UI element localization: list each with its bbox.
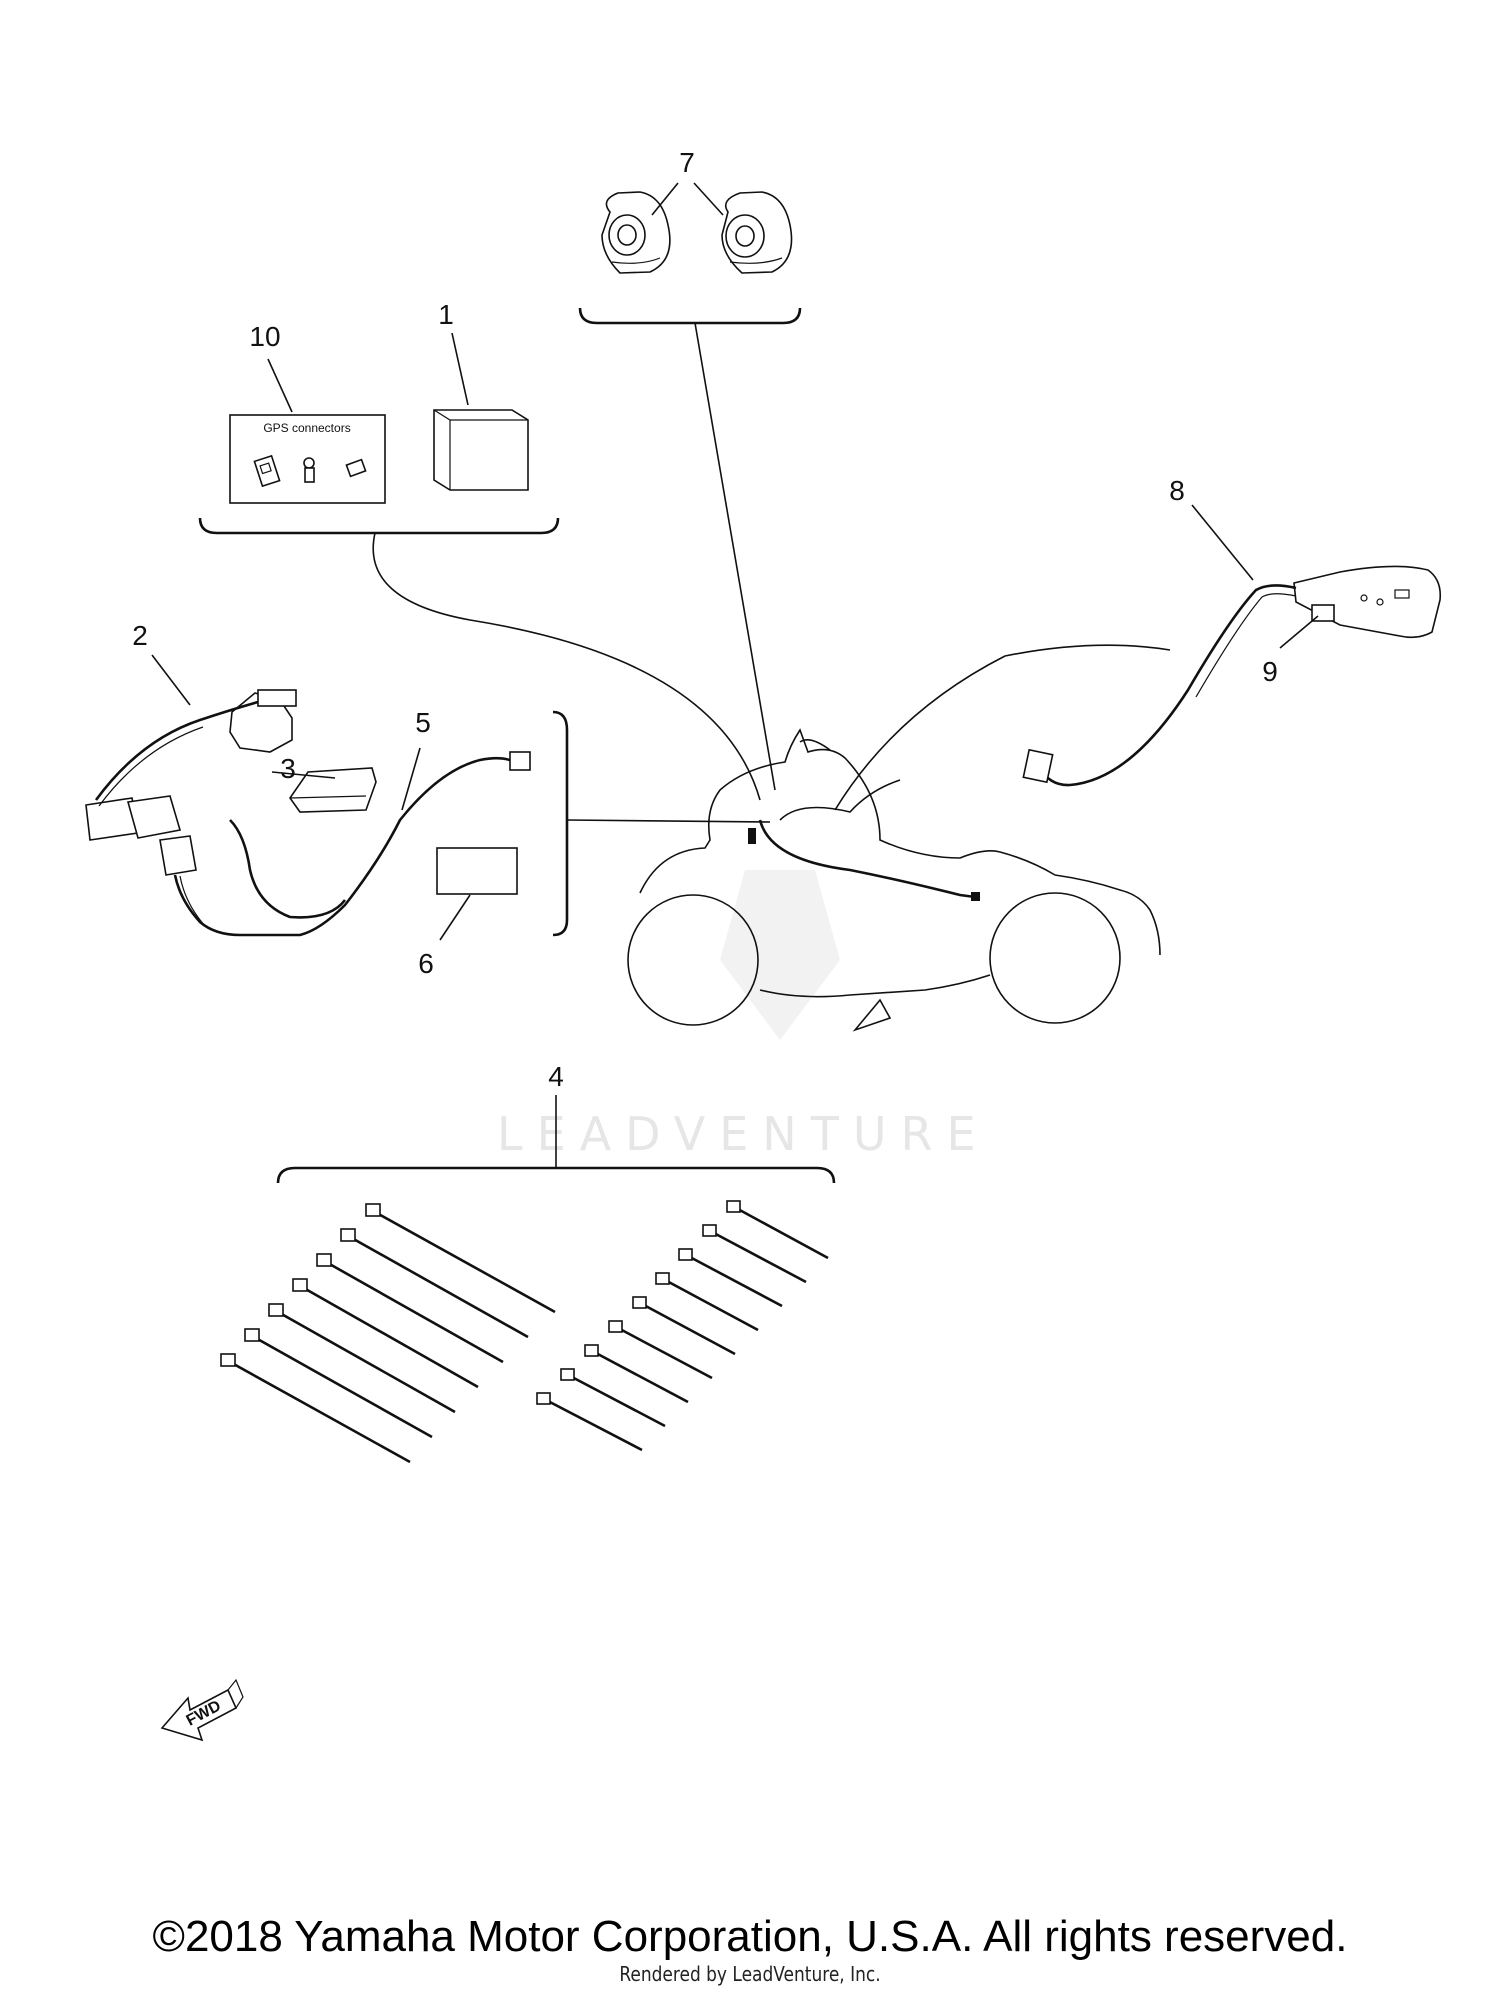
- connector-2-end: [257, 689, 297, 707]
- callout-6: 6: [418, 948, 434, 979]
- callout-7: 7: [679, 147, 695, 178]
- callout-numbers: 7 10 1 8 2 9 5 3 6 4: [132, 147, 1278, 1092]
- callout-10: 10: [249, 321, 280, 352]
- watermark-text: LEADVENTURE: [497, 1107, 990, 1161]
- speaker-right: [721, 191, 793, 274]
- connector-icon-2: [303, 457, 315, 483]
- motorcycle-silhouette: [627, 644, 1171, 1032]
- label-sticker: [436, 847, 518, 895]
- gps-connectors-label: GPS connectors: [263, 421, 350, 435]
- gps-group: GPS connectors: [198, 332, 761, 801]
- callout-4: 4: [548, 1061, 564, 1092]
- fwd-arrow: FWD: [160, 1678, 244, 1742]
- copyright-text: ©2018 Yamaha Motor Corporation, U.S.A. A…: [152, 1912, 1348, 1961]
- ecu-module: [289, 767, 377, 813]
- watermark: LEADVENTURE: [497, 870, 990, 1161]
- rendered-by-text: Rendered by LeadVenture, Inc.: [619, 1962, 881, 1986]
- cable-ties-long: [220, 1203, 556, 1464]
- speakers-group: [578, 182, 802, 791]
- cable-ties-short: [536, 1200, 829, 1452]
- connector-5-end: [509, 751, 531, 771]
- connector-8-end: [1022, 748, 1054, 784]
- connector-icon-3: [345, 458, 367, 478]
- cable-ties-group: [220, 1095, 836, 1464]
- switch-housing: [1293, 565, 1442, 639]
- callout-8: 8: [1169, 475, 1185, 506]
- callout-3: 3: [280, 753, 296, 784]
- box-icon: [433, 409, 529, 491]
- harness-group: [85, 654, 771, 941]
- handlebar-group: [1022, 504, 1442, 787]
- callout-1: 1: [438, 299, 454, 330]
- callout-2: 2: [132, 620, 148, 651]
- callout-9: 9: [1262, 656, 1278, 687]
- callout-5: 5: [415, 707, 431, 738]
- speaker-left: [601, 191, 671, 274]
- sub-housing: [85, 795, 197, 876]
- connector-icon-1: [253, 454, 281, 488]
